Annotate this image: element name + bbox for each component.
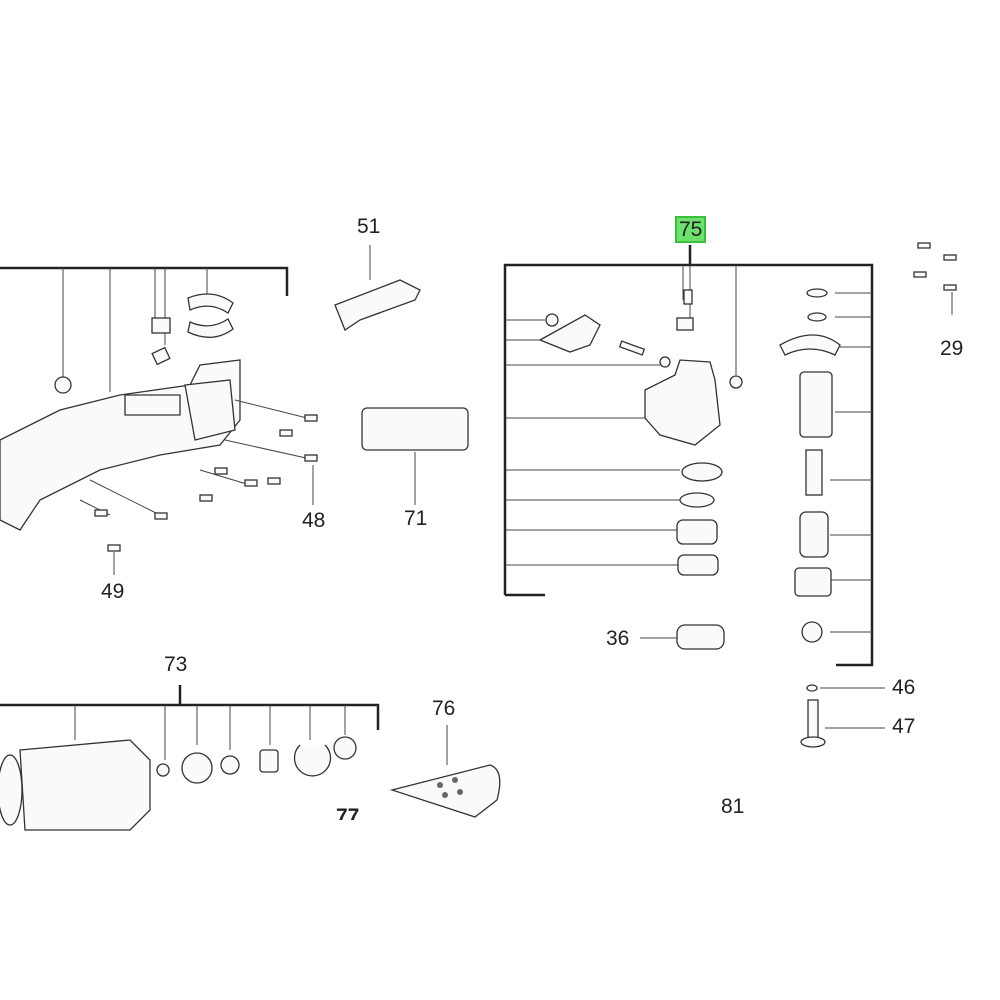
gear-head-parts [538,288,841,650]
gear-head-bracket [503,245,874,667]
housing-part [0,293,241,531]
part-label-36[interactable]: 36 [606,627,630,650]
sanding-pad-76 [389,725,501,818]
switch-51 [334,245,421,331]
part-label-29[interactable]: 29 [940,337,964,360]
motor-bracket [0,685,380,831]
part-label-75-highlighted[interactable]: 75 [675,216,707,243]
part-label-47[interactable]: 47 [892,715,916,738]
part-label-73[interactable]: 73 [164,653,188,676]
screws-29 [913,242,957,315]
part-label-48[interactable]: 48 [302,509,326,532]
screws-48 [79,399,318,575]
label-plate-71 [361,407,469,505]
part-label-77[interactable]: 77 [336,806,360,820]
part-label-46[interactable]: 46 [892,676,916,699]
part-label-76[interactable]: 76 [432,697,456,720]
part-label-49[interactable]: 49 [101,580,125,603]
part-label-51[interactable]: 51 [357,215,381,238]
housing-bracket [0,266,289,392]
part-label-81[interactable]: 81 [721,795,745,818]
part-label-71[interactable]: 71 [404,507,428,530]
parts-46-47 [800,684,885,748]
